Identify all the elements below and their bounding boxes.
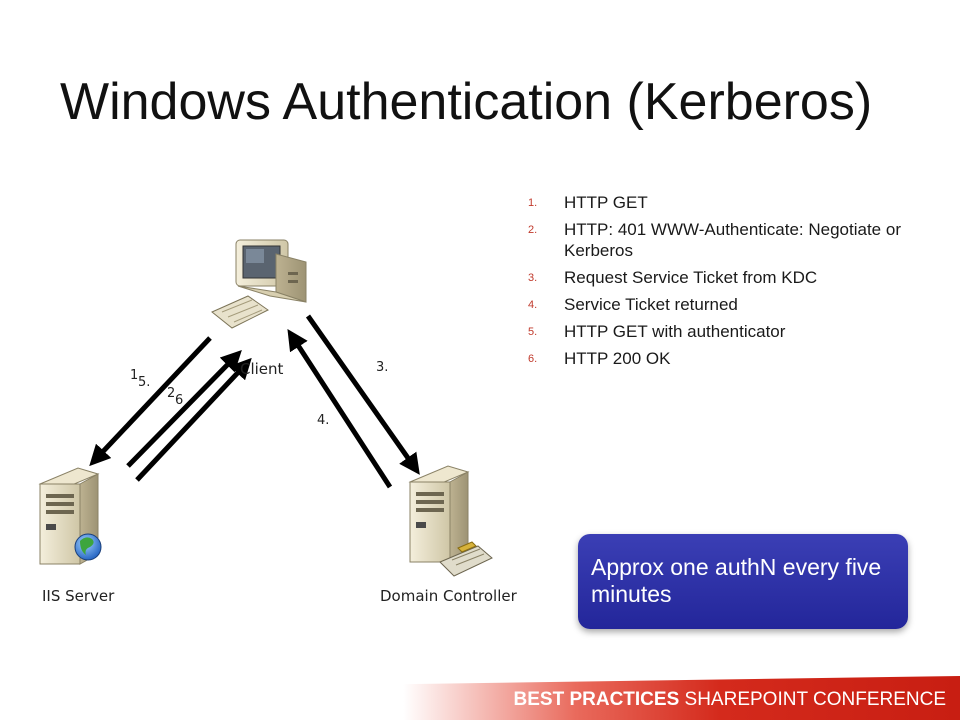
- arrows: [89, 314, 420, 489]
- list-item: 5. HTTP GET with authenticator: [528, 321, 938, 342]
- step-text: Request Service Ticket from KDC: [564, 268, 818, 287]
- callout-box: Approx one authN every five minutes: [578, 534, 908, 629]
- client-label: Client: [240, 360, 284, 378]
- step-text: HTTP 200 OK: [564, 349, 671, 368]
- arrow-iis-to-client-a: [126, 350, 242, 468]
- step-text: HTTP: 401 WWW-Authenticate: Negotiate or…: [564, 220, 901, 260]
- list-item: 1. HTTP GET: [528, 192, 938, 213]
- iis-server-label: IIS Server: [42, 587, 115, 605]
- list-item: 4. Service Ticket returned: [528, 294, 938, 315]
- callout-text: Approx one authN every five minutes: [591, 554, 882, 607]
- step-number: 4.: [528, 299, 538, 311]
- domain-controller-label: Domain Controller: [380, 587, 517, 605]
- iis-server-icon: [38, 467, 102, 565]
- list-item: 2. HTTP: 401 WWW-Authenticate: Negotiate …: [528, 219, 938, 261]
- step-text: HTTP GET with authenticator: [564, 322, 786, 341]
- domain-controller-icon: [408, 465, 493, 577]
- steps-list: 1. HTTP GET 2. HTTP: 401 WWW-Authenticate:…: [528, 192, 938, 375]
- step-text: HTTP GET: [564, 193, 648, 212]
- slide-title: Windows Authentication (Kerberos): [60, 73, 873, 131]
- arrow-client-to-dc: [305, 314, 420, 475]
- arrow-dc-to-client: [287, 328, 393, 489]
- step-number: 3.: [528, 272, 538, 284]
- footer-banner: [0, 676, 960, 720]
- step-number: 6.: [528, 353, 538, 365]
- arrow-label-2: 2: [167, 386, 176, 401]
- arrow-client-to-iis: [89, 336, 212, 467]
- arrow-label-5: 5.: [138, 375, 151, 390]
- arrow-iis-to-client-b: [135, 357, 252, 482]
- step-number: 2.: [528, 224, 538, 236]
- arrow-label-4: 4.: [317, 413, 330, 428]
- footer-conference: SHAREPOINT CONFERENCE: [684, 689, 946, 710]
- list-item: 3. Request Service Ticket from KDC: [528, 267, 938, 288]
- arrow-label-6: 6: [175, 393, 184, 408]
- step-text: Service Ticket returned: [564, 295, 738, 314]
- client-computer-icon: [211, 239, 307, 329]
- step-number: 5.: [528, 326, 538, 338]
- step-number: 1.: [528, 197, 538, 209]
- arrow-label-3: 3.: [376, 360, 389, 375]
- footer-best-practices: BEST PRACTICES: [513, 689, 680, 710]
- arrow-label-1: 1: [130, 368, 139, 383]
- list-item: 6. HTTP 200 OK: [528, 348, 938, 369]
- footer-text: BEST PRACTICES SHAREPOINT CONFERENCE: [514, 689, 947, 711]
